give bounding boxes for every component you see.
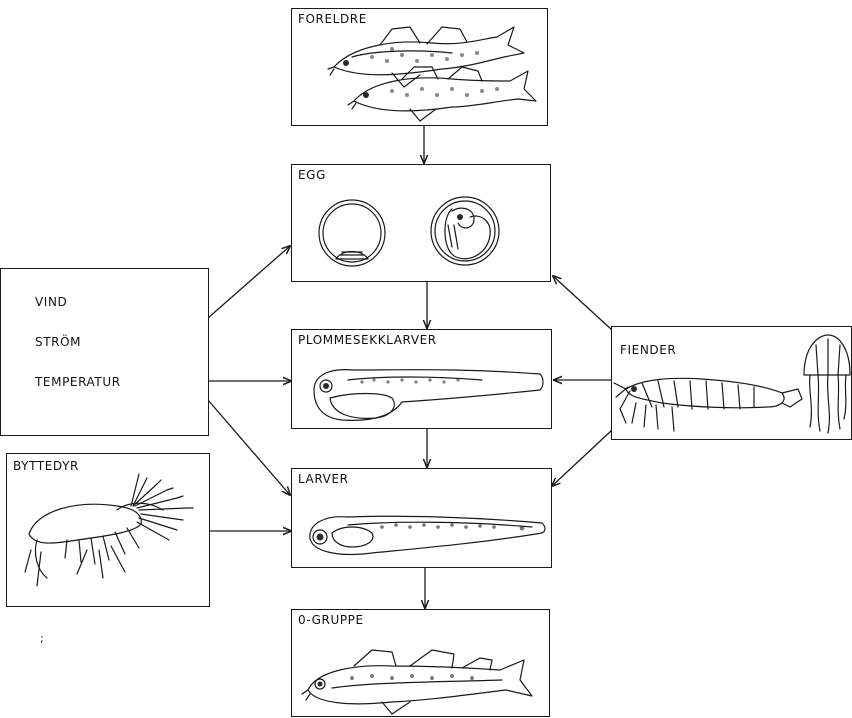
krill-illustration: [614, 378, 802, 431]
arrow-env-to-egg: [208, 246, 290, 318]
larva-illustration: [292, 469, 553, 569]
predator-illustrations: [612, 327, 852, 441]
yolk-sac-larvae-box: PLOMMESEKKLARVER: [291, 329, 552, 429]
environment-box: VIND STRÖM TEMPERATUR: [0, 268, 209, 436]
yolk-sac-larva-illustration: [292, 330, 553, 430]
larvae-box: LARVER: [291, 468, 552, 568]
environment-factor-temperature: TEMPERATUR: [35, 375, 121, 389]
stray-mark: ;: [40, 632, 44, 645]
parents-box: FORELDRE: [291, 8, 548, 126]
egg-box: EGG: [291, 164, 551, 282]
zero-group-box: 0-GRUPPE: [291, 609, 550, 717]
environment-factor-wind: VIND: [35, 295, 67, 309]
environment-factor-current: STRÖM: [35, 335, 81, 349]
prey-box: BYTTEDYR: [6, 453, 210, 607]
juvenile-cod-illustration: [292, 610, 551, 718]
jellyfish-illustration: [804, 335, 850, 433]
arrow-env-to-larvae: [208, 400, 290, 495]
cod-pair-illustration: [292, 9, 549, 127]
copepod-illustration: [7, 454, 211, 608]
predators-box: FIENDER: [611, 326, 852, 440]
egg-illustration: [292, 165, 552, 283]
arrow-predators-to-egg: [553, 276, 612, 330]
arrow-predators-to-larvae: [552, 430, 612, 486]
